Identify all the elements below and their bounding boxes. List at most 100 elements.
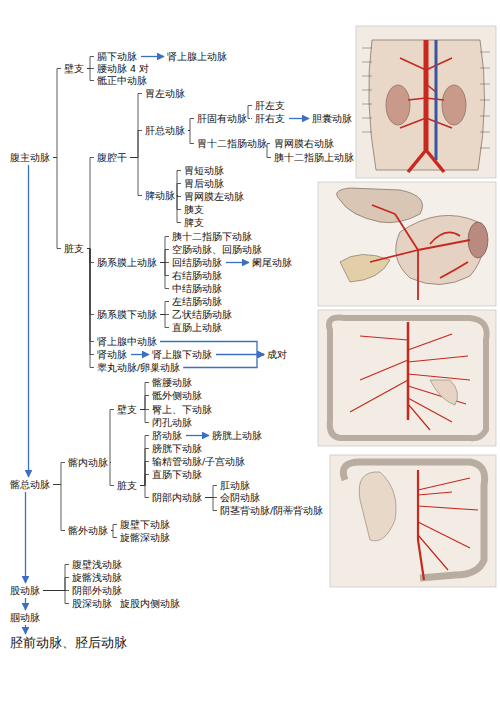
artery-name: 胃网膜右动脉 [274,138,334,149]
artery-label-node: 肝右支 [253,112,287,125]
artery-label-node: 臀上、下动脉 [150,403,214,416]
artery-name: 腹壁下动脉 [120,519,170,530]
branch-bracket [87,249,94,315]
branch-bracket [160,263,169,289]
artery-name: 脐动脉 [152,430,182,441]
artery-label-node: 右结肠动脉 [170,269,224,282]
branch-bracket [140,486,149,498]
artery-name: 乙状结肠动脉 [172,309,232,320]
artery-name: 胰十二指肠下动脉 [172,231,252,242]
branch-bracket [160,315,169,328]
branch-bracket [87,249,94,368]
artery-name: 股深动脉 [72,598,112,609]
artery-label-node: 阴茎背动脉/阴蒂背动脉 [218,504,325,517]
artery-label-node: 左结肠动脉 [170,295,224,308]
artery-name: 胃网膜左动脉 [184,191,244,202]
artery-label-node: 旋髂浅动脉 [70,571,124,584]
artery-label-node: 肾上腺上动脉 [165,50,229,63]
artery-name: 脾支 [184,217,204,228]
superior-mesenteric-illustration [318,310,496,446]
artery-label-node: 胃左动脉 [143,87,187,100]
branch-bracket [140,383,149,410]
artery-name: 会阴动脉 [220,492,260,503]
branch-arrow [289,118,309,119]
artery-name: 输精管动脉/子宫动脉 [152,456,245,467]
branch-arrow [28,165,29,477]
artery-name: 腰动脉 4 对 [97,63,149,74]
artery-name: 骶正中动脉 [97,75,147,86]
branch-bracket [140,396,149,410]
artery-label-node: 旋股内侧动脉 [118,597,182,610]
artery-label-node: 髂外动脉 [66,524,110,537]
branch-bracket [140,436,149,486]
branch-bracket [188,131,194,144]
artery-label-node: 胃短动脉 [182,164,226,177]
artery-name: 腹腔干 [97,152,127,163]
branch-bracket [160,263,169,276]
artery-name: 成对 [267,349,287,360]
artery-label-node: 旋髂深动脉 [118,531,172,544]
branch-bracket [110,410,114,463]
artery-label-node: 直肠上动脉 [170,321,224,334]
artery-label-node: 肾上腺中动脉 [95,335,159,348]
artery-label-node: 脏支 [62,242,86,255]
artery-label-node: 髂腰动脉 [150,376,194,389]
branch-bracket [205,498,217,511]
branch-bracket [87,249,94,355]
artery-label-node: 壁支 [62,62,86,75]
branch-bracket [53,485,65,531]
artery-label-node: 胃网膜右动脉 [272,137,336,150]
artery-label-node: 胰支 [182,203,206,216]
artery-name: 胆囊动脉 [312,113,352,124]
artery-name: 肝固有动脉 [197,113,247,124]
artery-name: 右结肠动脉 [172,270,222,281]
artery-name: 肝左支 [255,100,285,111]
branch-bracket [130,131,142,158]
branch-arrow [25,625,26,634]
artery-label-node: 胫前动脉、胫后动脉 [8,635,129,651]
aorta-illustration [356,26,496,178]
artery-name: 腹主动脉 [10,152,50,163]
artery-label-node: 腹腔干 [95,151,129,164]
artery-label-node: 肠系膜上动脉 [95,256,159,269]
branch-bracket [130,94,142,158]
artery-label-node: 空肠动脉、回肠动脉 [170,243,264,256]
artery-name: 胰十二指肠上动脉 [274,152,354,163]
artery-label-node: 股动脉 [8,584,42,597]
artery-name: 髂总动脉 [10,479,50,490]
artery-label-node: 骶外侧动脉 [150,389,204,402]
artery-label-node: 成对 [265,348,289,361]
branch-arrow [25,492,26,583]
artery-label-node: 膈下动脉 [95,50,139,63]
artery-name: 胃左动脉 [145,88,185,99]
branch-arrow [141,56,164,57]
branch-bracket [87,249,94,342]
artery-name: 回结肠动脉 [172,257,222,268]
branch-bracket [160,237,169,263]
artery-label-node: 输精管动脉/子宫动脉 [150,455,247,468]
branch-bracket [251,118,252,119]
branch-arrow [186,435,209,436]
artery-label-node: 骶正中动脉 [95,74,149,87]
artery-label-node: 阴部外动脉 [70,584,124,597]
artery-name: 膀胱下动脉 [152,443,202,454]
artery-label-node: 中结肠动脉 [170,282,224,295]
artery-name: 中结肠动脉 [172,283,222,294]
artery-label-node: 肝固有动脉 [195,112,249,125]
artery-name: 胃十二指肠动脉 [197,138,267,149]
artery-label-node: 回结肠动脉 [170,256,224,269]
artery-name: 髂腰动脉 [152,377,192,388]
artery-label-node: 胃网膜左动脉 [182,190,246,203]
branch-bracket [43,565,69,591]
artery-label-node: 股深动脉 [70,597,114,610]
artery-name: 闭孔动脉 [152,417,192,428]
artery-name: 肠系膜下动脉 [97,309,157,320]
artery-name: 壁支 [117,404,137,415]
artery-label-node: 胆囊动脉 [310,112,354,125]
artery-label-node: 壁支 [115,403,139,416]
artery-name: 肝右支 [255,113,285,124]
artery-label-node: 阑尾动脉 [250,256,294,269]
branch-bracket [160,250,169,263]
